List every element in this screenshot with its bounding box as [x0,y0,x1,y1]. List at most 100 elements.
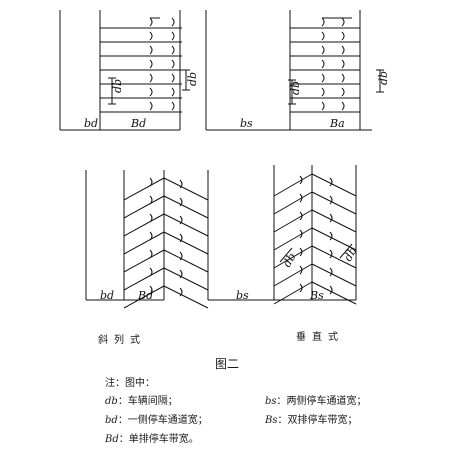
top-right-car-b [341,17,345,27]
diagram-lines [59,10,384,309]
top-left-car-rear [171,59,175,69]
diag-left-a [123,267,165,291]
top-left-car-front [149,101,153,111]
diag-car-left [149,177,153,187]
label-db-5: db [280,251,298,270]
diag-left-b [163,249,209,273]
diag-left-b [163,213,209,237]
diag-car-r2 [329,213,333,223]
diag-car-r1 [299,175,303,185]
label-bs-bottom: bs [236,289,249,302]
top-left-car-rear [171,73,175,83]
diag-right-a [273,191,313,215]
diag-left-a [123,231,165,255]
diag-right-a [273,173,313,197]
diag-car-r2 [329,249,333,259]
diag-left-a [123,285,165,309]
diag-car-r2 [329,285,333,295]
label-Bd-top: Bd [130,117,146,130]
label-db-1: db [111,79,124,93]
diag-right-b [311,245,357,269]
diag-left-a [123,195,165,219]
diag-car-r2 [329,231,333,241]
label-Ba-top: Ba [329,117,345,130]
diag-left-a [123,213,165,237]
top-right-car-b [341,101,345,111]
diag-car-r1 [299,265,303,275]
label-db-3: db [289,81,302,95]
top-left-car-rear [171,101,175,111]
diag-car-r2 [329,177,333,187]
diag-car-r1 [299,283,303,293]
db-dim-6 [339,243,353,259]
diag-right-b [311,173,357,197]
diag-left-b [163,231,209,255]
label-db-6: db [341,245,359,264]
diag-car-r1 [299,229,303,239]
diag-car-right [179,251,183,261]
top-left-car-front [149,73,153,83]
diag-right-b [311,209,357,233]
notes-heading: 注：图中： [105,378,155,389]
top-left-car-front [149,31,153,41]
caption-diagonal: 斜列式 [98,335,146,346]
top-right-car-b [341,73,345,83]
top-right-car-b [341,87,345,97]
top-right-car-a [321,31,325,41]
diag-car-r2 [329,267,333,277]
figure-title: 图二 [215,357,240,371]
label-db-2: db [186,72,199,86]
label-db-4: db [377,71,390,85]
diag-car-r1 [299,193,303,203]
diag-right-a [273,263,313,287]
note-bd: bd：一侧停车通道宽； [105,415,208,426]
note-db: db：车辆间隔； [105,396,178,407]
diag-car-right [179,197,183,207]
top-right-car-a [321,73,325,83]
diag-car-left [149,249,153,259]
top-right-car-a [321,101,325,111]
diag-right-b [311,227,357,251]
top-left-car-rear [171,87,175,97]
diag-car-right [179,269,183,279]
top-right-car-b [341,45,345,55]
label-bd-top: bd [84,117,98,130]
top-right-car-b [341,59,345,69]
top-left-car-rear [171,45,175,55]
diag-car-right [179,179,183,189]
label-Bd-bottom: Bd [137,289,153,302]
diag-car-left [149,267,153,277]
diag-left-a [123,177,165,201]
db-dim-5 [279,247,293,263]
top-left-car-front [149,17,153,27]
diag-left-a [123,249,165,273]
diag-left-b [163,285,209,309]
diag-car-left [149,231,153,241]
diag-right-b [311,263,357,287]
diag-left-b [163,267,209,291]
top-right-car-b [341,31,345,41]
diag-car-left [149,213,153,223]
diag-car-left [149,195,153,205]
diag-car-right [179,233,183,243]
label-bd-bottom: bd [100,289,114,302]
diag-car-r2 [329,195,333,205]
diag-car-right [179,287,183,297]
top-left-car-front [149,59,153,69]
top-right-car-a [321,17,325,27]
diag-left-b [163,195,209,219]
diag-right-b [311,191,357,215]
note-bs: bs：两侧停车通道宽； [265,396,367,407]
caption-perpendicular: 垂直式 [296,332,344,343]
top-left-car-front [149,87,153,97]
diag-car-right [179,215,183,225]
note-Bd: Bd：单排停车带宽。 [105,434,199,445]
diag-car-r1 [299,211,303,221]
diag-car-r1 [299,247,303,257]
top-left-car-rear [171,31,175,41]
top-left-car-front [149,45,153,55]
label-bs-top: bs [240,117,253,130]
top-right-car-a [321,87,325,97]
label-Bs-bottom: Bs [309,289,324,302]
diag-right-a [273,281,313,305]
